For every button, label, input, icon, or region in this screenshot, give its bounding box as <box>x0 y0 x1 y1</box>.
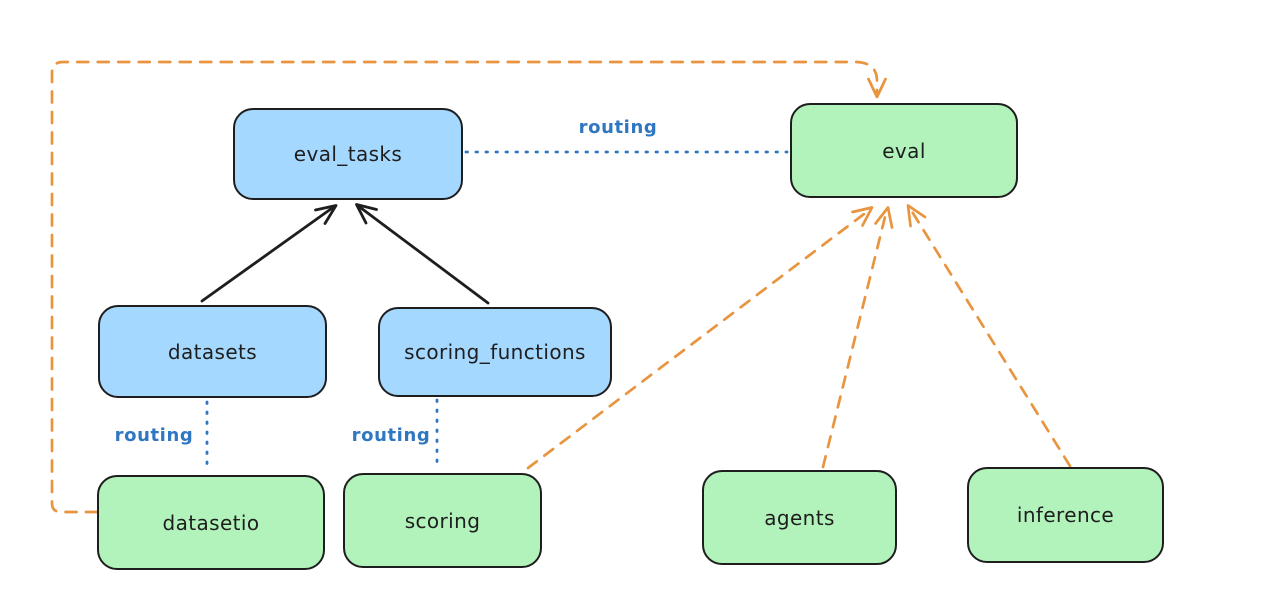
edge-label-routing-datasets-datasetio: routing <box>114 425 194 446</box>
arrowhead-inference-eval <box>906 204 927 228</box>
edge-datasetio-eval <box>50 60 879 514</box>
edge-inference-eval <box>909 208 1072 468</box>
edge-label-routing-eval_tasks-eval: routing <box>578 117 658 138</box>
node-eval_tasks-label: eval_tasks <box>293 142 403 166</box>
node-eval_tasks: eval_tasks <box>233 108 463 200</box>
arrowhead-scoring-eval <box>851 206 874 227</box>
node-agents-label: agents <box>764 505 835 530</box>
arrowhead-datasetio-eval <box>867 77 887 99</box>
node-inference-label: inference <box>1016 503 1115 527</box>
arrowhead-datasets-eval_tasks <box>314 204 338 225</box>
edge-datasets-eval_tasks <box>200 204 337 303</box>
node-scoring: scoring <box>343 473 542 568</box>
node-inference: inference <box>967 467 1164 563</box>
node-eval-label: eval <box>882 138 926 163</box>
edge-scoring-eval <box>526 209 870 470</box>
edge-label-routing-scoring_functions-scoring: routing <box>351 425 431 446</box>
node-datasetio-label: datasetio <box>162 510 260 535</box>
edge-scoring_functions-eval_tasks <box>355 203 490 305</box>
node-datasets-label: datasets <box>167 339 258 364</box>
node-scoring_functions: scoring_functions <box>378 307 612 397</box>
node-scoring-label: scoring <box>404 508 481 533</box>
node-eval: eval <box>790 103 1018 198</box>
node-datasetio: datasetio <box>97 475 325 570</box>
node-datasets: datasets <box>98 305 327 398</box>
edge-agents-eval <box>821 211 888 469</box>
arrowhead-scoring_functions-eval_tasks <box>355 203 378 225</box>
arrowhead-agents-eval <box>874 206 894 229</box>
node-agents: agents <box>702 470 897 565</box>
node-scoring_functions-label: scoring_functions <box>404 340 586 364</box>
